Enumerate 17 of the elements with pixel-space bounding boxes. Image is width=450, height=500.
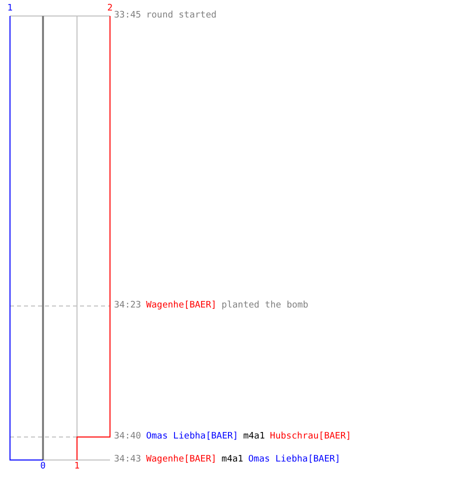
player-name: Wagenhe[BAER] (146, 302, 217, 310)
weapon-name: m4a1 (243, 432, 265, 442)
lane-number: 1 (74, 462, 80, 472)
timestamp: 34:40 (114, 432, 142, 442)
player-name: Omas Liebha[BAER] (146, 432, 238, 442)
lane-number: 2 (107, 4, 113, 14)
timestamp: 33:45 (114, 12, 142, 20)
lane-number: 1 (7, 4, 13, 14)
event-text: planted the bomb (222, 302, 308, 310)
timestamp: 34:43 (114, 456, 142, 464)
timestamp: 34:23 (114, 302, 142, 310)
lane-number: 0 (40, 462, 46, 472)
player-name: Hubschrau[BAER] (270, 432, 352, 442)
event-text: round started (146, 12, 217, 20)
player-name: Wagenhe[BAER] (146, 456, 217, 464)
weapon-name: m4a1 (222, 456, 244, 464)
player-name: Omas Liebha[BAER] (248, 456, 340, 464)
